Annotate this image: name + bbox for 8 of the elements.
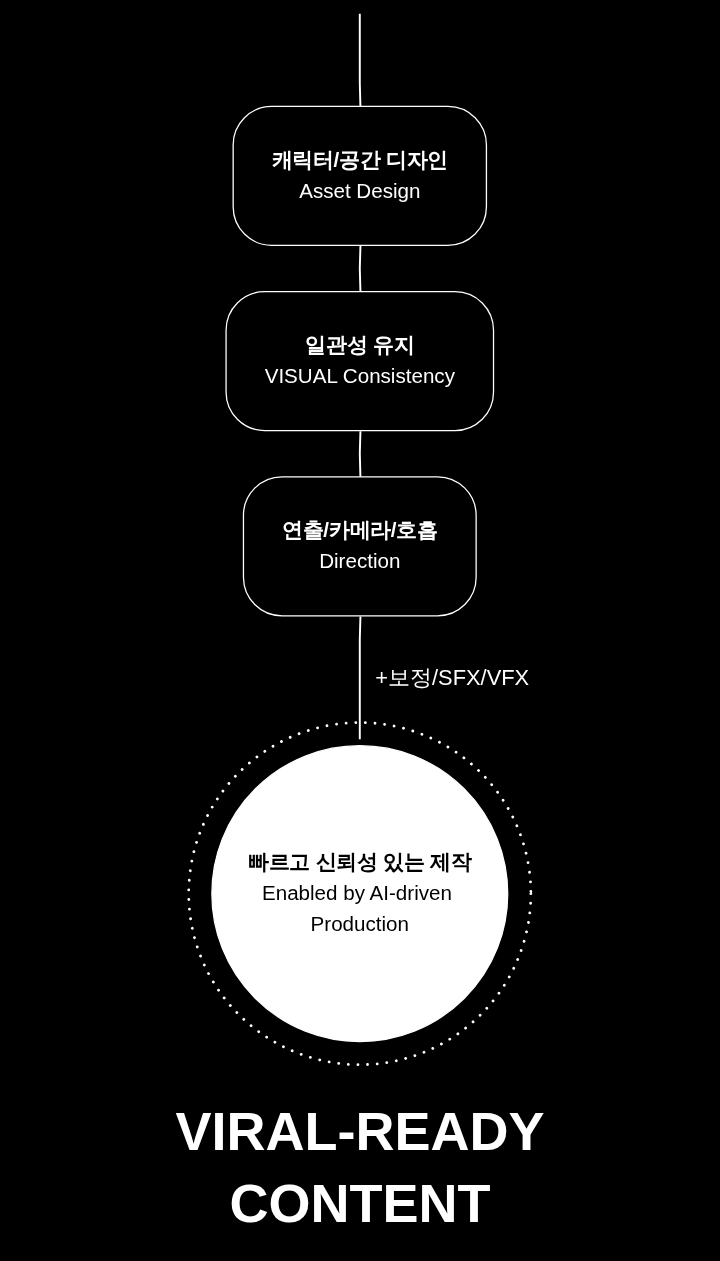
process-box: 일관성 유지 VISUAL Consistency <box>225 291 495 432</box>
process-box: 연출/카메라/호흡 Direction <box>243 476 477 617</box>
connector-line <box>359 615 362 741</box>
title: VIRAL-READY CONTENT <box>174 1100 546 1235</box>
process-box: 캐릭터/공간 디자인 Asset Design <box>232 105 488 246</box>
result-circle: 빠르고 신뢰성 있는 제작 Enabled by AI-driven Production <box>187 721 533 1067</box>
connector-line <box>359 12 362 108</box>
edge-label: +보정/SFX/VFX <box>375 665 530 691</box>
